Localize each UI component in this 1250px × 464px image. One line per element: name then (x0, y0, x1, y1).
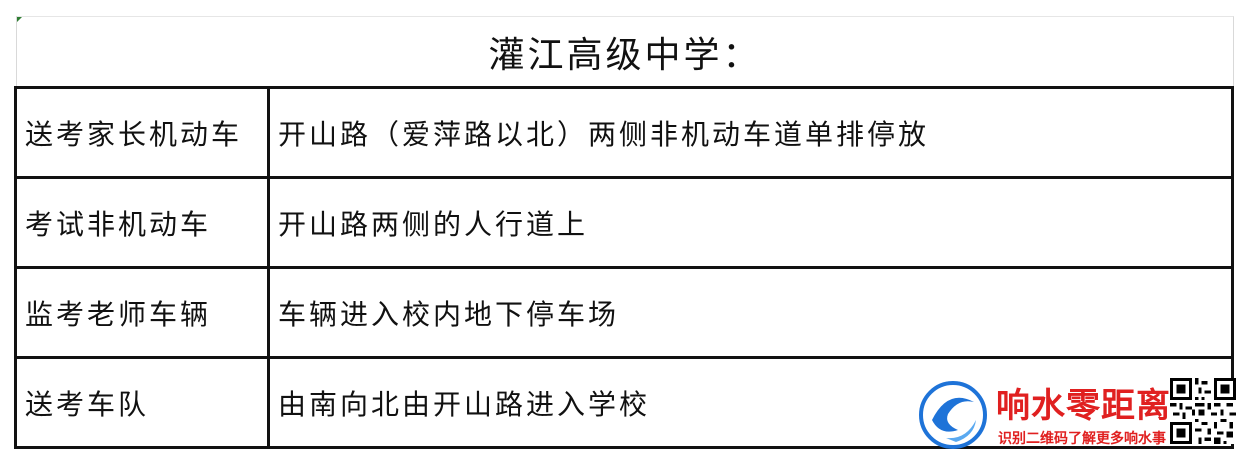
qr-code-icon[interactable] (1170, 378, 1236, 444)
row-label: 考试非机动车 (14, 176, 270, 269)
row-value: 由南向北由开山路进入学校 (267, 356, 1234, 449)
watermark: 响水零距离 识别二维码了解更多响水事 (918, 376, 1240, 452)
row-label: 送考车队 (14, 356, 270, 449)
cell-corner-marker (17, 16, 23, 22)
document-title: 灌江高级中学： (16, 16, 1234, 86)
row-label: 监考老师车辆 (14, 266, 270, 359)
table-row: 考试非机动车 开山路两侧的人行道上 (14, 176, 1234, 269)
parking-arrangement-table: 送考家长机动车 开山路（爱萍路以北）两侧非机动车道单排停放 考试非机动车 开山路… (14, 86, 1234, 449)
table-row: 送考车队 由南向北由开山路进入学校 (14, 356, 1234, 449)
table-row: 送考家长机动车 开山路（爱萍路以北）两侧非机动车道单排停放 (14, 86, 1234, 179)
row-label: 送考家长机动车 (14, 86, 270, 179)
row-value: 车辆进入校内地下停车场 (267, 266, 1234, 359)
brand-logo-icon (919, 381, 987, 449)
watermark-brand-name: 响水零距离 (996, 386, 1171, 426)
row-value: 开山路两侧的人行道上 (267, 176, 1234, 269)
table-row: 监考老师车辆 车辆进入校内地下停车场 (14, 266, 1234, 359)
row-value: 开山路（爱萍路以北）两侧非机动车道单排停放 (267, 86, 1234, 179)
watermark-tagline: 识别二维码了解更多响水事 (998, 431, 1166, 447)
